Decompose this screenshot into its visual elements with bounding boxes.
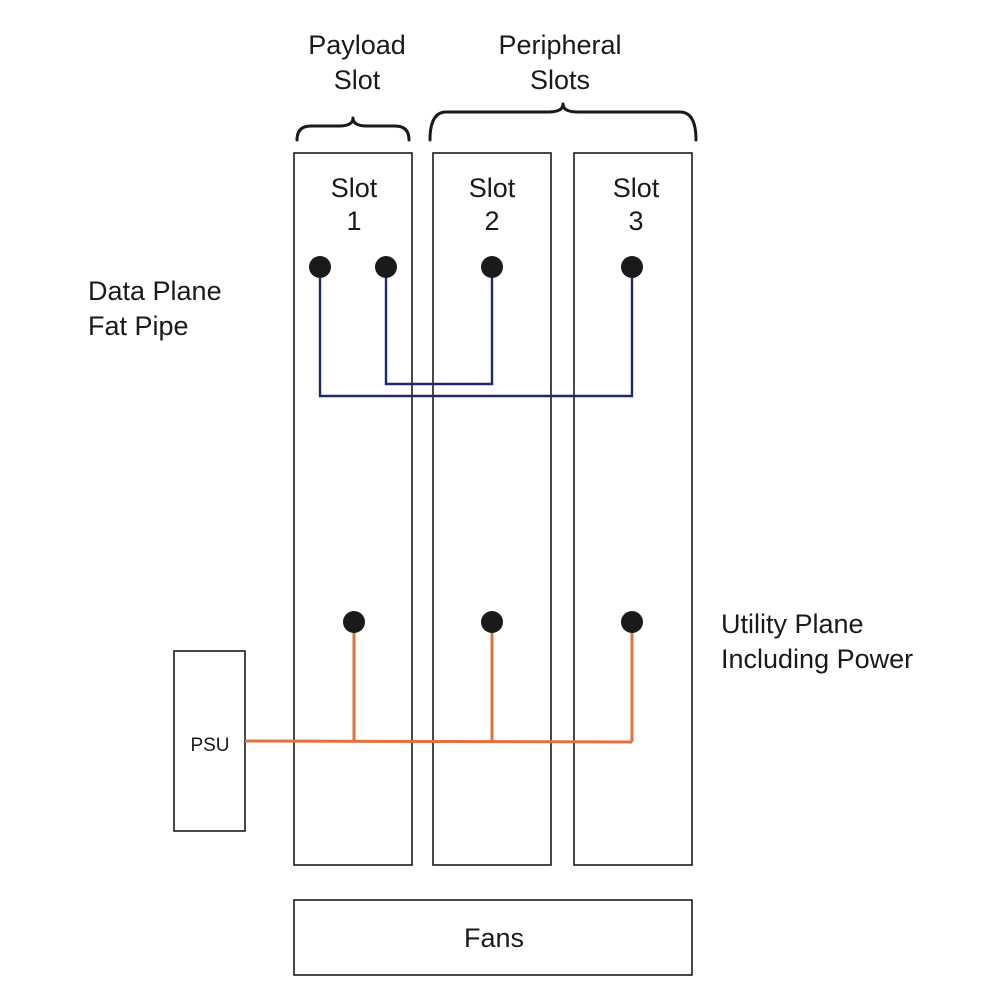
data-connector-slot2 bbox=[481, 256, 503, 278]
slot-1-box bbox=[293, 152, 413, 866]
peripheral-brace bbox=[428, 102, 698, 142]
peripheral-group-label-line1: Peripheral bbox=[498, 30, 621, 60]
slot-3-number: 3 bbox=[628, 206, 643, 236]
data-connector-slot1-a bbox=[309, 256, 331, 278]
data-connector-slot3 bbox=[621, 256, 643, 278]
psu-label: PSU bbox=[190, 735, 229, 756]
utility-plane-label-line2: Including Power bbox=[721, 644, 913, 674]
fans-box bbox=[293, 899, 693, 976]
utility-plane-label-line1: Utility Plane bbox=[721, 609, 864, 639]
peripheral-group-label-line2: Slots bbox=[530, 65, 590, 95]
slot-2-label: Slot bbox=[469, 173, 516, 203]
slot-2-number: 2 bbox=[484, 206, 499, 236]
utility-plane-bus bbox=[244, 739, 633, 744]
slot-2-box bbox=[432, 152, 552, 866]
utility-connector-slot1 bbox=[343, 611, 365, 633]
data-connector-slot1-b bbox=[375, 256, 397, 278]
slot-3-box bbox=[573, 152, 693, 866]
slot-1-label: Slot bbox=[331, 173, 378, 203]
payload-group-label-line2: Slot bbox=[334, 65, 381, 95]
data-plane-link-inner bbox=[384, 267, 494, 386]
data-plane-link-outer bbox=[318, 267, 634, 398]
data-plane-label-line1: Data Plane bbox=[88, 276, 222, 306]
utility-connector-slot3 bbox=[621, 611, 643, 633]
data-plane-label-line2: Fat Pipe bbox=[88, 311, 189, 341]
slot-3-label: Slot bbox=[613, 173, 660, 203]
fans-label: Fans bbox=[464, 923, 524, 953]
slot-1-number: 1 bbox=[346, 206, 361, 236]
utility-connector-slot2 bbox=[481, 611, 503, 633]
payload-brace bbox=[295, 116, 411, 142]
payload-group-label-line1: Payload bbox=[308, 30, 406, 60]
